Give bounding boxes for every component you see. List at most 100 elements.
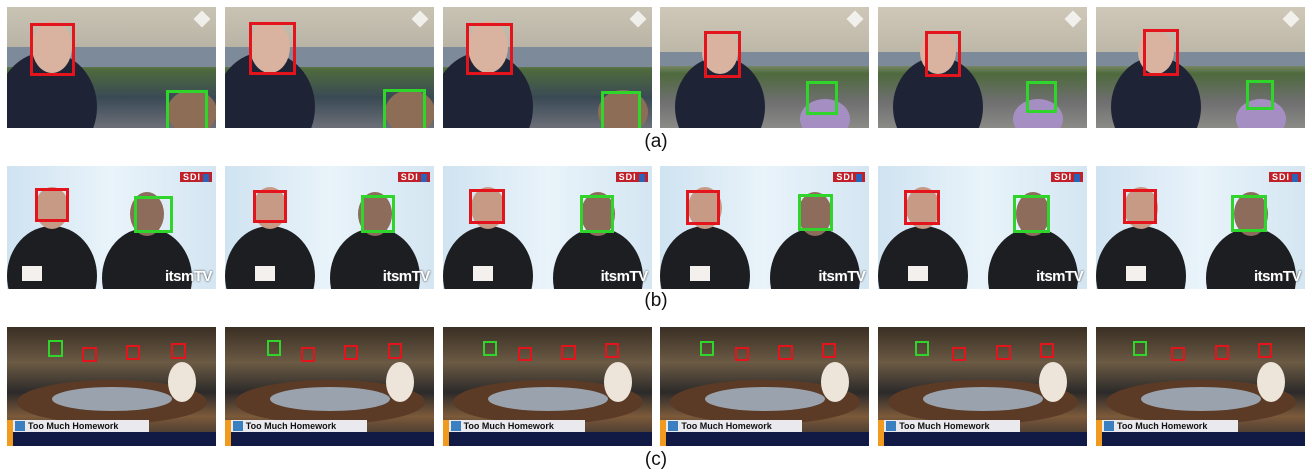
frame-b-3: SDI itsmTV — [442, 166, 652, 289]
itsmtv-watermark: itsmTV — [382, 268, 431, 285]
listener-face-box — [915, 341, 930, 356]
frame-b-3-scene — [442, 187, 643, 289]
frame-c-5: Too Much Homework — [878, 327, 1088, 446]
listener-face-box — [134, 196, 173, 233]
speaker-face-box — [82, 347, 97, 362]
frame-a-1 — [7, 7, 216, 128]
itsmtv-watermark: itsmTV — [164, 268, 213, 285]
lower-third-accent — [878, 420, 885, 446]
frame-c-4: Too Much Homework — [660, 327, 870, 446]
listener-face-box — [1013, 195, 1051, 233]
sdi-logo: SDI — [179, 172, 212, 182]
speaker-face-box — [1257, 343, 1272, 358]
caption-a: (a) — [644, 131, 668, 152]
school-icon — [15, 421, 25, 431]
lower-third-bar — [442, 432, 652, 446]
listener-face-box — [482, 341, 497, 356]
frame-c-6: Too Much Homework — [1095, 327, 1305, 446]
frame-b-1-scene — [7, 187, 192, 289]
lower-third-accent — [224, 420, 231, 446]
lower-third-banner: Too Much Homework — [1101, 420, 1238, 432]
lower-third-banner: Too Much Homework — [13, 420, 149, 432]
listener-face-box — [1026, 81, 1058, 113]
speaker-face-box — [778, 345, 794, 360]
frame-a-4 — [660, 7, 870, 128]
frame-b-6: SDI itsmTV — [1095, 166, 1305, 289]
listener-face-box — [382, 89, 426, 128]
speaker-face-box — [300, 347, 315, 362]
frame-c-2-scene — [234, 362, 425, 424]
frame-a-6 — [1095, 7, 1305, 128]
speaker-face-box — [126, 345, 140, 360]
listener-face-box — [1132, 341, 1147, 356]
frame-b-2: SDI itsmTV — [224, 166, 434, 289]
listener-face-box — [48, 340, 63, 357]
school-icon — [1103, 421, 1114, 431]
lower-third-accent — [7, 420, 13, 446]
frame-b-5: SDI itsmTV — [878, 166, 1088, 289]
lower-third-banner: Too Much Homework — [666, 420, 803, 432]
listener-face-box — [579, 195, 614, 233]
banner-text: Too Much Homework — [463, 421, 554, 431]
speaker-face-box — [1214, 345, 1229, 360]
lower-third-bar — [224, 432, 434, 446]
speaker-face-box — [604, 343, 619, 358]
lower-third-banner: Too Much Homework — [230, 420, 367, 432]
sdi-logo: SDI — [833, 172, 866, 182]
row-b: SDI itsmTV SDI itsmTV SDI itsmTV SDI its… — [7, 166, 1305, 289]
school-icon — [668, 421, 679, 431]
frame-c-5-scene — [888, 362, 1079, 424]
frame-b-4: SDI itsmTV — [660, 166, 870, 289]
speaker-face-box — [560, 345, 576, 360]
speaker-face-box — [704, 31, 742, 78]
listener-face-box — [166, 90, 208, 128]
frame-b-1: SDI itsmTV — [7, 166, 216, 289]
frame-a-4-scene — [660, 30, 870, 128]
speaker-face-box — [35, 188, 69, 222]
speaker-face-box — [1122, 189, 1157, 224]
lower-third-bar — [7, 432, 216, 446]
speaker-face-box — [996, 345, 1012, 360]
listener-face-box — [1245, 80, 1274, 110]
speaker-face-box — [517, 347, 532, 361]
speaker-face-box — [252, 190, 287, 223]
speaker-face-box — [387, 343, 402, 359]
itsmtv-watermark: itsmTV — [1253, 268, 1302, 285]
banner-text: Too Much Homework — [28, 421, 119, 431]
listener-face-box — [798, 194, 834, 231]
frame-c-2: Too Much Homework — [224, 327, 434, 446]
lower-third-bar — [660, 432, 870, 446]
sdi-logo: SDI — [1051, 172, 1084, 182]
speaker-face-box — [1170, 347, 1185, 361]
school-icon — [886, 421, 897, 431]
speaker-face-box — [465, 23, 513, 75]
frame-b-6-scene — [1095, 187, 1296, 289]
lower-third-accent — [1095, 420, 1102, 446]
frame-c-4-scene — [670, 362, 861, 424]
speaker-face-box — [248, 22, 296, 75]
school-icon — [450, 421, 461, 431]
frame-c-3-scene — [452, 362, 643, 424]
frame-a-2-scene — [224, 21, 434, 128]
frame-b-5-scene — [878, 187, 1079, 289]
row-c: Too Much Homework Too Much Homework Too … — [7, 327, 1305, 446]
caption-c: (c) — [644, 449, 668, 470]
speaker-face-box — [904, 190, 941, 225]
sdi-logo: SDI — [1268, 172, 1301, 182]
itsmtv-watermark: itsmTV — [1036, 268, 1084, 285]
listener-face-box — [806, 81, 839, 115]
sdi-logo: SDI — [615, 172, 648, 182]
lower-third-accent — [442, 420, 449, 446]
lower-third-banner: Too Much Homework — [884, 420, 1021, 432]
frame-b-4-scene — [660, 187, 861, 289]
listener-face-box — [360, 195, 395, 233]
speaker-face-box — [686, 190, 721, 225]
speaker-face-box — [952, 347, 967, 361]
frame-c-3: Too Much Homework — [442, 327, 652, 446]
itsmtv-watermark: itsmTV — [600, 268, 649, 285]
row-a — [7, 7, 1305, 128]
frame-c-1-scene — [17, 362, 207, 424]
lower-third-bar — [1095, 432, 1305, 446]
speaker-face-box — [1040, 343, 1055, 358]
speaker-face-box — [925, 31, 962, 77]
